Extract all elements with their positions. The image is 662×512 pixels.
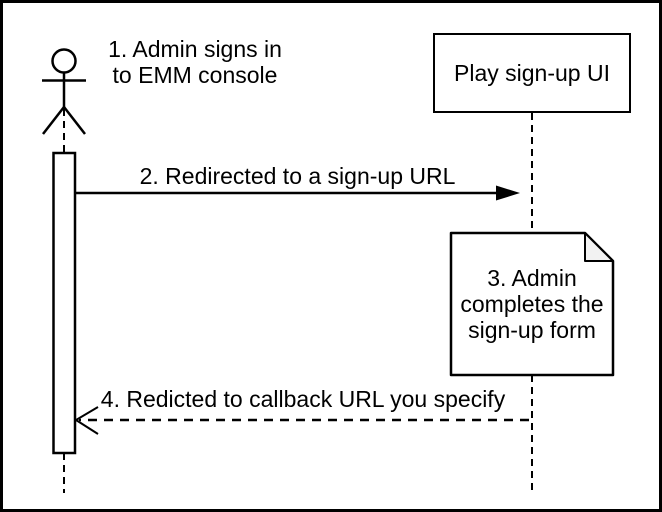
actor-leg-right — [63, 106, 86, 135]
diagram-linework — [42, 48, 615, 493]
actor-head — [51, 48, 77, 74]
step4-message-label: 4. Redicted to callback URL you specify — [100, 386, 506, 412]
message-4-arrow — [74, 406, 529, 435]
step1-caption-line1: 1. Admin signs in — [108, 36, 282, 62]
step2-message-label: 2. Redirected to a sign-up URL — [139, 163, 456, 189]
actor-icon — [42, 48, 86, 135]
step1-caption: 1. Admin signs in to EMM console — [95, 36, 295, 88]
open-arrowhead-icon — [74, 406, 99, 435]
note-label: 3. Admin completes the sign-up form — [451, 265, 613, 343]
actor-leg-left — [42, 106, 65, 135]
message-2-arrow — [76, 185, 520, 201]
solid-arrowhead-icon — [496, 185, 520, 201]
step1-caption-line2: to EMM console — [112, 62, 278, 88]
activation-bar — [52, 151, 77, 455]
participant-label: Play sign-up UI — [454, 59, 610, 86]
note-label-line2: completes the — [460, 291, 604, 317]
note-shape — [449, 231, 615, 377]
note-label-line3: sign-up form — [468, 317, 596, 343]
note-fold-icon — [584, 232, 614, 262]
note-body — [449, 231, 615, 377]
note-label-line1: 3. Admin — [487, 265, 577, 291]
participant-box-play-signup-ui: Play sign-up UI — [433, 33, 631, 113]
